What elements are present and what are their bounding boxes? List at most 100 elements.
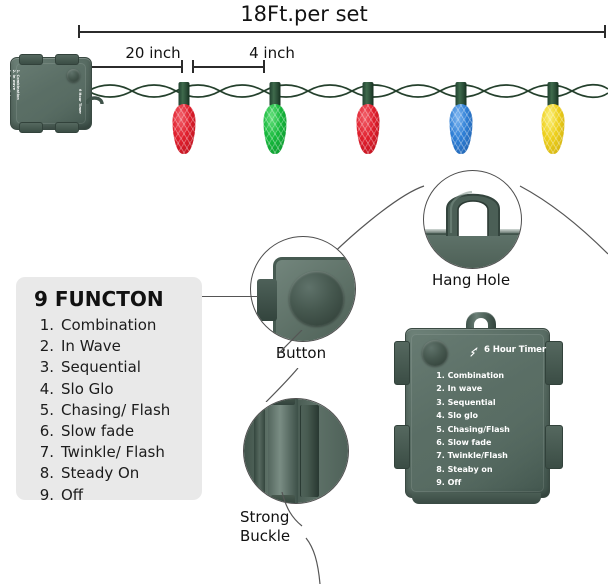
function-list-item-label: Combination [61,316,157,334]
function-list-item-number: 7. [39,443,54,462]
list-item-number: 5. [0,69,3,74]
list-item-label: Twinkle/Flash [447,451,508,461]
strong-buckle-leader-bottom [281,492,321,584]
function-list-item-number: 3. [39,358,54,377]
hang-hole-label: Hang Hole [431,271,511,289]
button-callout [250,236,356,342]
function-list-item-number: 5. [39,400,54,419]
function-list-item-number: 4. [39,379,54,398]
list-item-label: Combination [16,74,20,100]
total-length-tick-right [604,25,606,38]
list-item: 1.Combination [16,68,20,103]
buckle-latch-slot [300,405,319,497]
bulb-4 [449,82,473,160]
list-item-number: 5. [436,424,445,434]
function-list-item-number: 8. [39,464,54,483]
buckle-clip [55,122,79,133]
bulb-glass-green [263,104,287,154]
list-item: 9.Off [432,476,510,489]
bulb-socket [362,82,374,108]
function-list-item: 9.Off [34,485,170,506]
bulb-1 [172,82,196,160]
button-knob-zoomed[interactable] [289,271,344,326]
function-list-item: 4.Slo Glo [34,379,170,400]
buckle-clip [19,54,43,65]
list-item: 8.Steaby on [432,463,510,476]
bulb-3 [356,82,380,160]
function-list-item: 8.Steady On [34,463,170,484]
bulb-socket [455,82,467,108]
list-item: 3.Sequential [7,68,11,103]
function-list-item-label: Twinkle/ Flash [61,443,165,462]
list-item-number: 6. [436,438,445,448]
list-item-label: Sequential [447,397,496,407]
list-item-number: 3. [7,69,12,74]
function-list-item-label: Slow fade [61,422,135,441]
function-list-item: 5. Chasing/ Flash [34,400,171,421]
list-item-label: Slo glo [2,74,7,89]
list-item: 6.Slow fade [432,436,510,449]
buckle-tab-bottom [271,495,295,503]
buckle-clip [55,54,79,65]
bulb-5 [541,82,565,160]
list-item-number: 2. [436,384,445,394]
spacing-span-line [192,66,264,68]
list-item-label: Steaby on [447,464,493,474]
buckle-right-bottom[interactable] [545,425,563,469]
list-item-number: 2. [11,69,16,74]
list-item-label: Sequential [7,74,12,97]
lead-length-tick-right [181,60,183,73]
function-list-item-number: 1. [39,316,54,334]
buckle-clip [19,122,43,133]
list-item-number: 7. [436,451,445,461]
power-button[interactable] [422,340,448,366]
list-item-label: In wave [447,384,483,394]
battery-box-small-timer-label: 6 Hour Timer [78,89,82,114]
hang-hole-icon [86,96,104,105]
function-panel-title: 9 FUNCTON [34,287,164,311]
total-length-tick-left [78,25,80,38]
spacing-label: 4 inch [249,44,295,62]
function-list-item-label: Chasing/ Flash [61,400,171,419]
button-knob[interactable] [67,69,80,82]
bulb-glass-yellow [541,104,565,154]
spacing-tick-left [192,60,194,73]
list-item: 5.Chasing/Flash [432,423,510,436]
strong-buckle-leader-top [265,368,299,402]
list-item-number: 9. [436,478,445,488]
list-item-label: Slow fade [447,438,492,448]
buckle-rail-left [254,399,265,503]
function-list-item-label: In Wave [61,337,121,356]
list-item: 7.Twinkle/Flash [432,449,510,462]
buckle-left-top [394,341,410,385]
function-list-item-label: Off [61,485,84,504]
function-list-item-number: 6. [39,422,54,441]
button-leader-line [277,330,303,354]
buckle-right-top[interactable] [545,341,563,385]
function-list-item-label: Sequential [61,358,141,377]
bulb-glass-red [172,104,196,154]
hang-hole-callout [423,170,522,269]
button-side-clip [257,279,277,321]
buckle-tab-top [271,399,295,405]
bulb-2 [263,82,287,160]
hang-hole-box-body [424,233,521,268]
list-item-label: In wave [11,74,16,91]
list-item-label: Chasing/Flash [447,424,510,434]
function-panel-leader-line [196,296,258,297]
list-item: 5.Chasing/Flash [0,68,2,103]
list-item: 4.Slo glo [2,68,7,103]
hand-pointer-icon [470,347,478,357]
strong-buckle-label: Strong Buckle [240,508,360,546]
lead-length-label: 20 inch [125,44,181,62]
function-list-item: 7. Twinkle/ Flash [34,442,170,463]
wire [88,83,608,99]
list-item-number: 4. [436,411,445,421]
bulb-socket [178,82,190,108]
strong-buckle-label-line2: Buckle [240,527,291,545]
